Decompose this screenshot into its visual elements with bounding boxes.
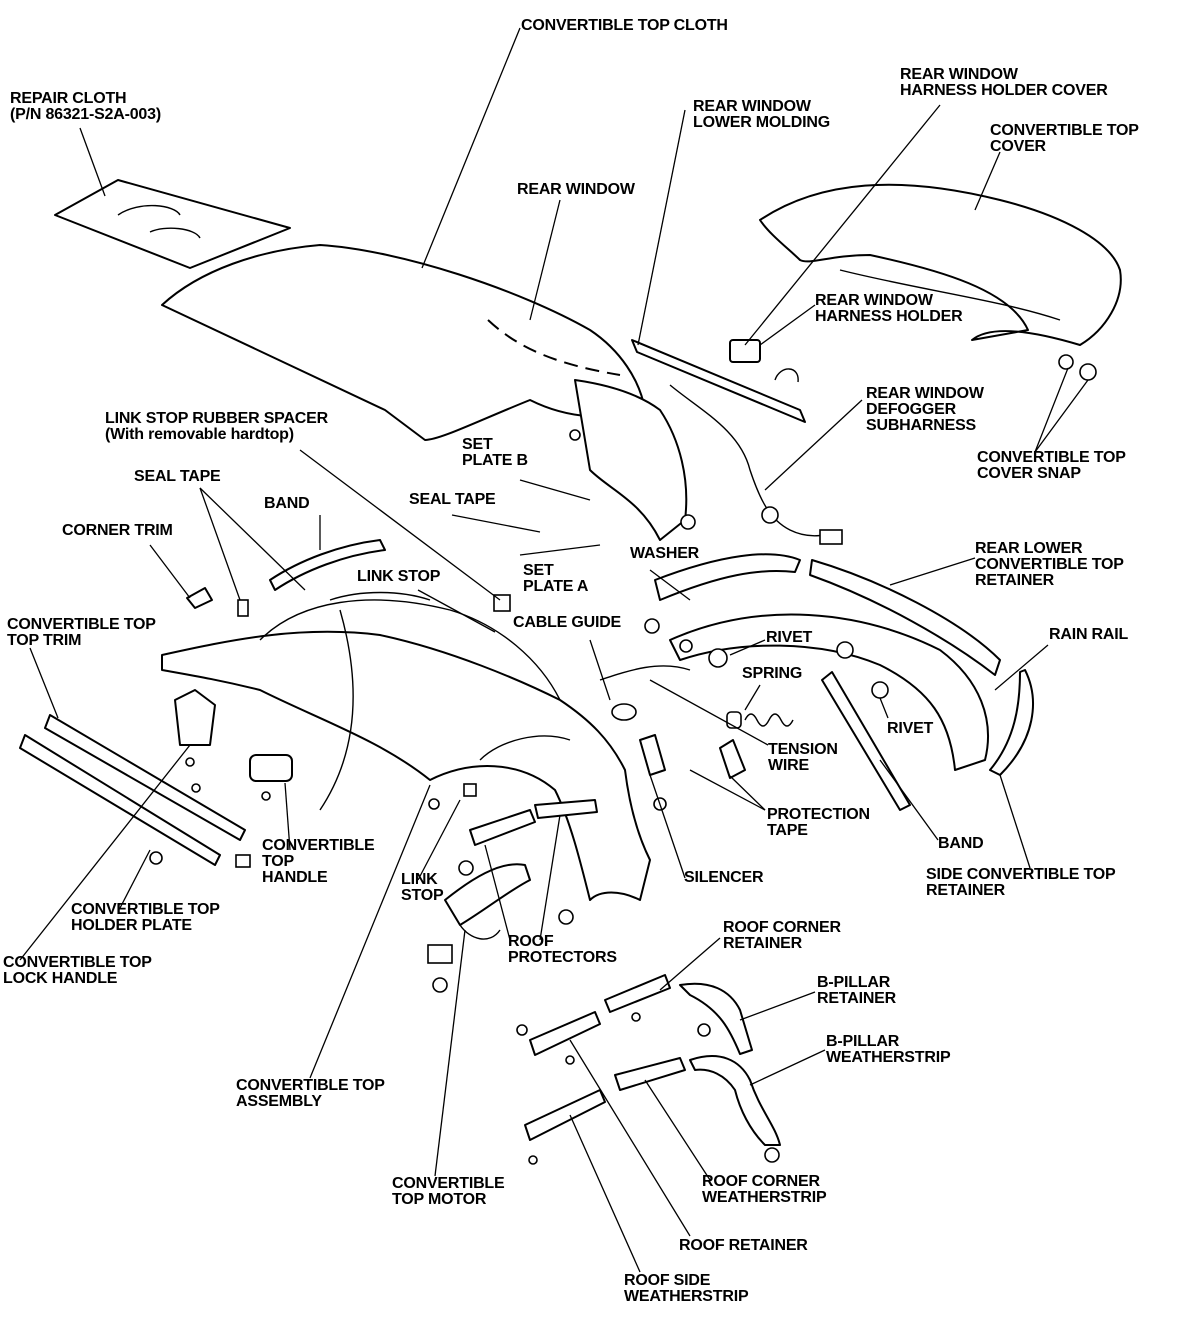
label-washer: WASHER <box>630 545 700 562</box>
rear-lower-retainer-part <box>654 553 801 601</box>
label-link-stop-top: LINK STOP <box>357 568 441 585</box>
rain-rail-part <box>669 613 989 771</box>
rivet-icon <box>871 681 889 699</box>
protection-tape-part <box>719 739 746 779</box>
corner-trim-part <box>186 587 213 609</box>
label-rivet-upper: RIVET <box>766 629 813 646</box>
spring-part <box>744 713 794 727</box>
label-seal-tape-center: SEAL TAPE <box>409 491 496 508</box>
band-top-part <box>269 539 386 591</box>
b-pillar-weatherstrip-part <box>689 1055 781 1146</box>
convertible-top-handle-part <box>249 754 293 782</box>
label-spring: SPRING <box>742 665 803 682</box>
leader-lines <box>19 27 1089 1273</box>
label-repair-cloth: REPAIR CLOTH(P/N 86321-S2A-003) <box>10 90 161 123</box>
rivet-icon <box>836 641 854 659</box>
repair-cloth-part <box>54 179 291 269</box>
roof-corner-retainer-part <box>604 974 671 1013</box>
label-band-top: BAND <box>264 495 310 512</box>
convertible-top-motor-part <box>444 863 531 926</box>
roof-retainer-part <box>529 1011 601 1056</box>
rear-window-harness-holder-part <box>729 339 761 363</box>
band-right-part <box>821 671 911 811</box>
label-seal-tape-left: SEAL TAPE <box>134 468 221 485</box>
top-trim-part <box>44 714 246 841</box>
label-roof-retainer: ROOF RETAINER <box>679 1237 808 1254</box>
label-corner-trim: CORNER TRIM <box>62 522 173 539</box>
roof-side-weatherstrip-part <box>524 1089 606 1141</box>
label-rain-rail: RAIN RAIL <box>1049 626 1129 643</box>
lock-handle-part <box>174 689 216 746</box>
label-silencer: SILENCER <box>684 869 764 886</box>
tension-wire-part <box>599 665 691 681</box>
convertible-top-cloth-part <box>161 244 646 441</box>
label-rear-window: REAR WINDOW <box>517 181 635 198</box>
label-rivet-lower: RIVET <box>887 720 934 737</box>
label-link-stop-rubber-spacer: LINK STOP RUBBER SPACER(With removable h… <box>105 410 328 443</box>
seal-tape-part <box>237 599 249 617</box>
rear-window-part <box>574 379 688 541</box>
holder-plate-part <box>19 734 221 866</box>
harness-clip-icon <box>774 368 799 383</box>
rear-window-lower-molding-part <box>631 339 806 423</box>
rivet-icon <box>708 648 728 668</box>
cover-snap-icon <box>1079 363 1097 381</box>
convertible-top-assembly-part <box>161 630 651 901</box>
label-cable-guide: CABLE GUIDE <box>513 614 622 631</box>
side-convertible-top-retainer-part <box>989 669 1034 776</box>
label-convertible-top-cloth: CONVERTIBLE TOP CLOTH <box>521 17 728 34</box>
roof-protector-part <box>469 809 536 846</box>
label-band-right: BAND <box>938 835 984 852</box>
cover-snap-icon <box>1058 354 1074 370</box>
silencer-part <box>639 734 666 776</box>
roof-corner-weatherstrip-part <box>614 1057 686 1091</box>
defogger-subharness-part <box>669 384 841 537</box>
cable-guide-part <box>611 703 637 721</box>
b-pillar-retainer-part <box>679 982 753 1055</box>
roof-protector-part <box>534 799 598 819</box>
